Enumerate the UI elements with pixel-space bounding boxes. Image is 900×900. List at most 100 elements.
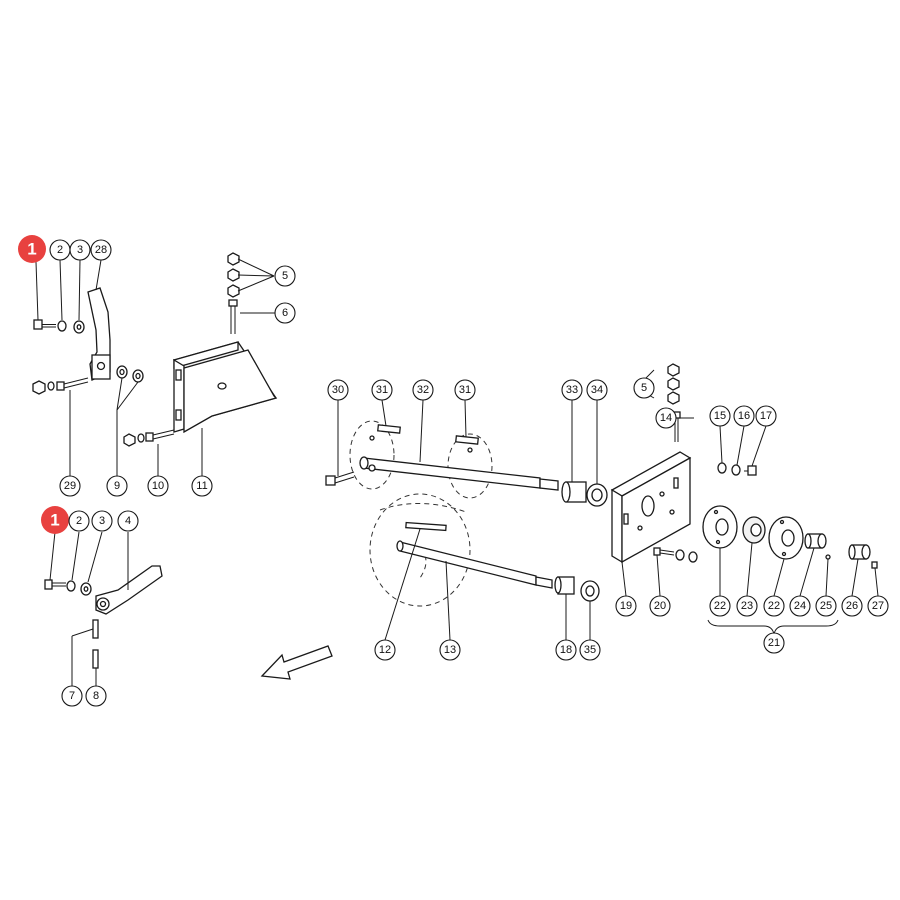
callout-14[interactable]: 14 (655, 407, 677, 429)
bolt-part-30 (325, 471, 355, 486)
flange-ghost-left (349, 420, 395, 490)
callout-7[interactable]: 7 (61, 685, 83, 707)
callout-label: 20 (654, 600, 666, 612)
callout-18[interactable]: 18 (555, 639, 577, 661)
callout-label: 35 (584, 644, 596, 656)
bolt-part-17 (744, 465, 757, 476)
callout-22-left[interactable]: 22 (709, 595, 731, 617)
callout-label: 30 (332, 384, 344, 396)
callout-22-right[interactable]: 22 (763, 595, 785, 617)
callout-10[interactable]: 10 (147, 475, 169, 497)
callout-label: 6 (282, 307, 288, 319)
callout-label: 1 (27, 240, 36, 259)
callout-8[interactable]: 8 (85, 685, 107, 707)
bolt-part-1-upper (33, 319, 56, 330)
callout-1-highlight-upper[interactable]: 1 (18, 235, 46, 263)
callout-label: 25 (820, 600, 832, 612)
callout-16[interactable]: 16 (733, 405, 755, 427)
callout-label: 3 (99, 515, 105, 527)
callout-1-highlight-lower[interactable]: 1 (41, 506, 69, 534)
callout-2-upper[interactable]: 2 (49, 239, 71, 261)
shaft-part-32 (359, 456, 559, 491)
callout-9[interactable]: 9 (106, 475, 128, 497)
callout-label: 17 (760, 410, 772, 422)
key-part-12 (405, 521, 447, 532)
callout-label: 34 (591, 384, 603, 396)
bolt-part-10 (123, 429, 175, 447)
callout-label: 33 (566, 384, 578, 396)
callout-13[interactable]: 13 (439, 639, 461, 661)
lower-left-assembly (44, 565, 163, 669)
callout-30[interactable]: 30 (327, 379, 349, 401)
callout-label: 13 (444, 644, 456, 656)
callout-label: 7 (69, 690, 75, 702)
highlight-marker (41, 506, 69, 534)
callout-11[interactable]: 11 (191, 475, 213, 497)
callout-label: 4 (125, 515, 131, 527)
callout-label: 24 (794, 600, 806, 612)
callout-label: 18 (560, 644, 572, 656)
callout-23[interactable]: 23 (736, 595, 758, 617)
callout-label: 9 (114, 480, 120, 492)
callout-34[interactable]: 34 (586, 379, 608, 401)
callout-24[interactable]: 24 (789, 595, 811, 617)
callout-label: 14 (660, 412, 672, 424)
callout-5-right[interactable]: 5 (633, 377, 655, 399)
callout-label: 10 (152, 480, 164, 492)
collar-part-26 (848, 544, 871, 560)
callout-4[interactable]: 4 (117, 510, 139, 532)
flange-part-22b (768, 516, 804, 560)
key-part-31a (377, 424, 401, 434)
callout-label: 2 (57, 244, 63, 256)
callout-28[interactable]: 28 (90, 239, 112, 261)
right-plate-assembly (610, 363, 878, 635)
highlight-marker (18, 235, 46, 263)
washer-part-15 (717, 462, 727, 474)
callout-31-left[interactable]: 31 (371, 379, 393, 401)
callout-31-right[interactable]: 31 (454, 379, 476, 401)
bushing-part-33 (561, 481, 587, 503)
seal-part-35 (580, 580, 600, 602)
callout-labels: 1 2 3 28 5 6 29 9 10 11 1 2 3 4 7 8 30 3… (18, 235, 889, 707)
arrow-down-left-icon (260, 645, 333, 680)
callout-label: 15 (714, 410, 726, 422)
pin-part-7 (92, 619, 99, 639)
callout-19[interactable]: 19 (615, 595, 637, 617)
callout-label: 26 (846, 600, 858, 612)
nuts-part-5-left (227, 252, 240, 298)
plate-part-19 (610, 451, 692, 564)
callout-27[interactable]: 27 (867, 595, 889, 617)
callout-label: 3 (77, 244, 83, 256)
flange-ghost-right (447, 433, 493, 499)
callout-label: 19 (620, 600, 632, 612)
callout-label: 5 (282, 270, 288, 282)
callout-15[interactable]: 15 (709, 405, 731, 427)
callout-3-upper[interactable]: 3 (69, 239, 91, 261)
callout-6[interactable]: 6 (274, 302, 296, 324)
callout-26[interactable]: 26 (841, 595, 863, 617)
callout-33[interactable]: 33 (561, 379, 583, 401)
callout-21[interactable]: 21 (763, 632, 785, 654)
callout-12[interactable]: 12 (374, 639, 396, 661)
callout-label: 28 (95, 244, 107, 256)
callout-label: 27 (872, 600, 884, 612)
bearing-part-23 (742, 516, 766, 544)
plate-part-11 (172, 341, 278, 434)
callout-5-left[interactable]: 5 (274, 265, 296, 287)
callout-17[interactable]: 17 (755, 405, 777, 427)
callout-20[interactable]: 20 (649, 595, 671, 617)
callout-label: 8 (93, 690, 99, 702)
callout-label: 5 (641, 382, 647, 394)
bolt-part-1-lower (44, 579, 66, 590)
callout-35[interactable]: 35 (579, 639, 601, 661)
upper-left-assembly (32, 252, 278, 447)
collar-part-24 (804, 533, 827, 549)
callout-2-lower[interactable]: 2 (68, 510, 90, 532)
callout-29[interactable]: 29 (59, 475, 81, 497)
callout-25[interactable]: 25 (815, 595, 837, 617)
callout-label: 2 (76, 515, 82, 527)
callout-3-lower[interactable]: 3 (91, 510, 113, 532)
callout-32[interactable]: 32 (412, 379, 434, 401)
bolt-part-20 (653, 547, 698, 563)
